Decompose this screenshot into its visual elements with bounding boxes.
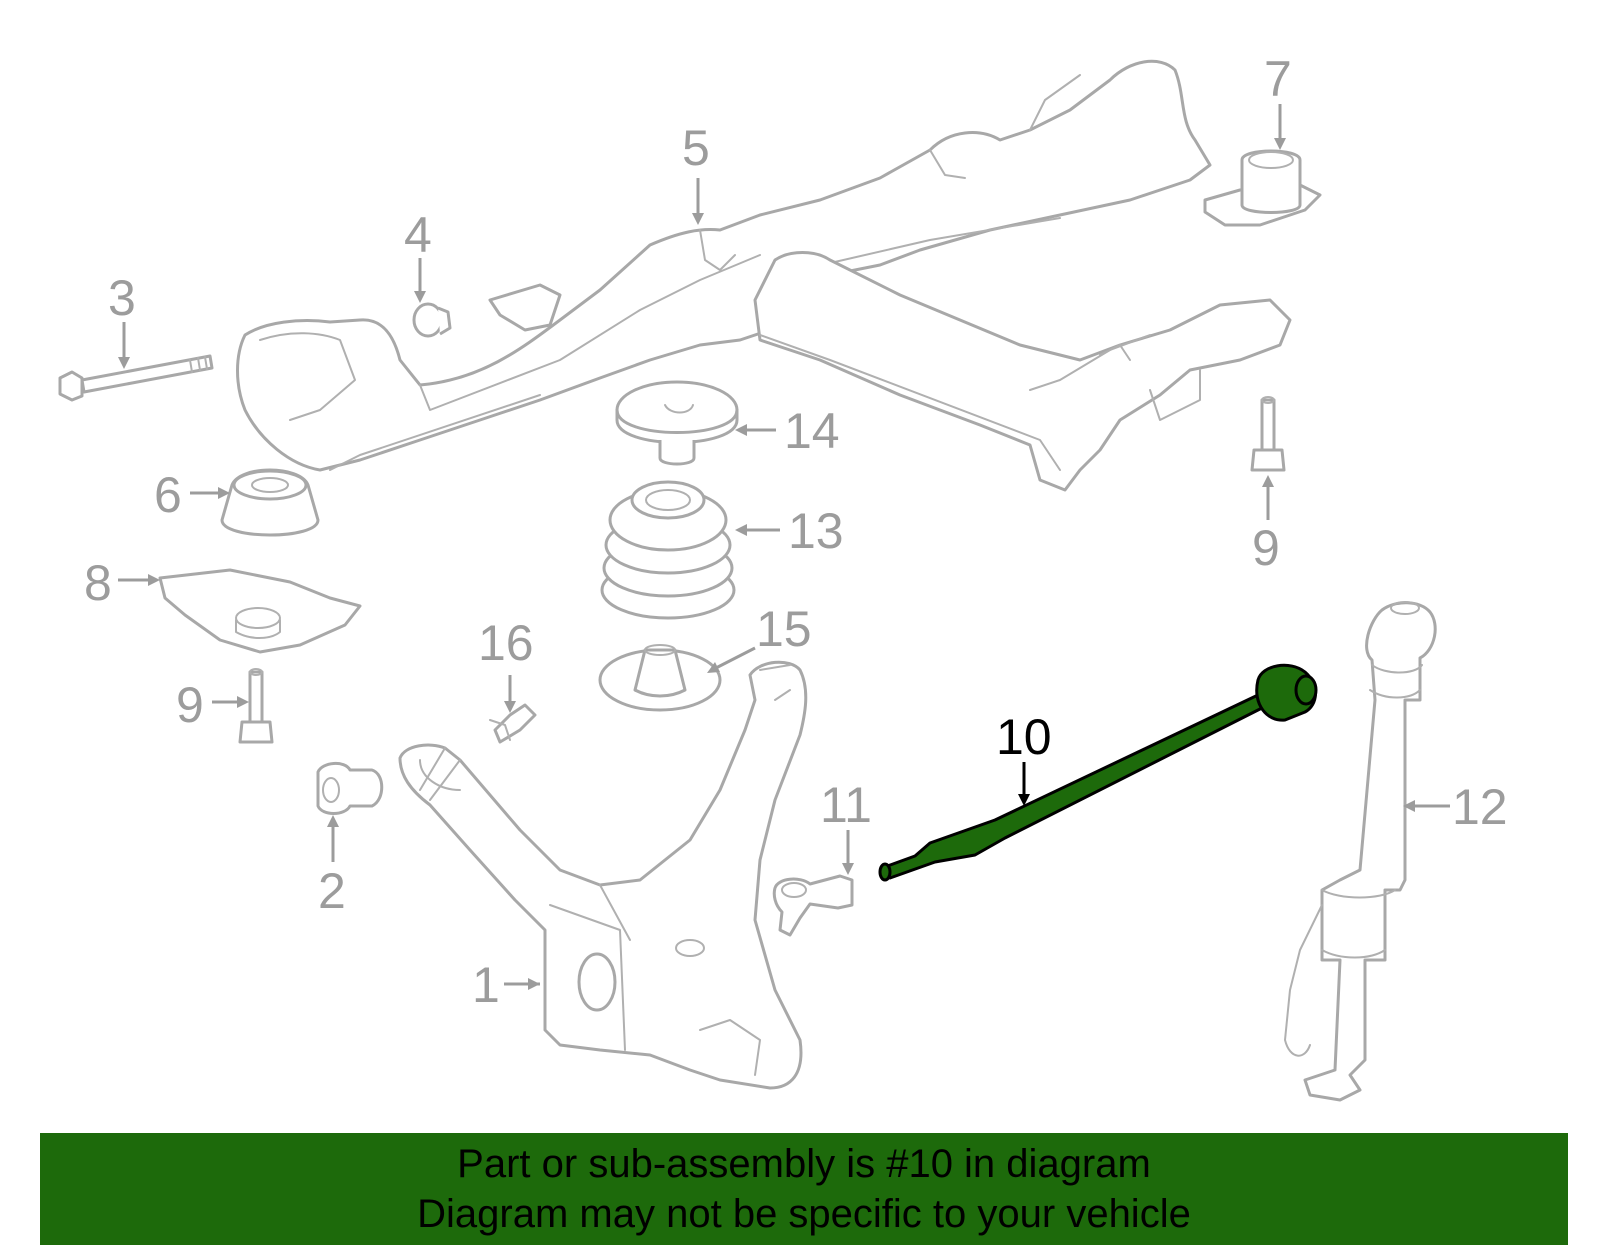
control-arm-part-1: [398, 660, 808, 1090]
ball-joint-part-11: [772, 874, 854, 937]
footer-line-2: Diagram may not be specific to your vehi…: [417, 1192, 1191, 1236]
insulator-part-15: [598, 644, 722, 712]
callout-2: 2: [318, 863, 346, 919]
callout-7: 7: [1264, 51, 1292, 107]
insulator-part-14: [615, 380, 739, 466]
callout-1: 1: [472, 957, 500, 1013]
callout-labels: 1 2 3 4 5 6 7 8 9 9 10 11 12 13 14 15 16: [84, 51, 1508, 1013]
callout-9-right: 9: [1252, 520, 1280, 576]
footer-banner: Part or sub-assembly is #10 in diagram D…: [40, 1133, 1568, 1245]
nut-part-4: [412, 302, 452, 338]
spring-part-13: [600, 480, 736, 620]
callout-10: 10: [996, 709, 1052, 765]
shock-part-12: [1284, 601, 1437, 1102]
callout-6: 6: [154, 467, 182, 523]
callout-5: 5: [682, 120, 710, 176]
callout-3: 3: [108, 270, 136, 326]
callout-14: 14: [784, 403, 840, 459]
footer-line-1: Part or sub-assembly is #10 in diagram: [457, 1142, 1151, 1186]
bolt-part-9-right: [1250, 396, 1286, 472]
callout-13: 13: [788, 503, 844, 559]
bushing-part-6: [220, 468, 320, 537]
callout-9-left: 9: [176, 677, 204, 733]
callout-15: 15: [756, 601, 812, 657]
callout-4: 4: [404, 207, 432, 263]
crossmember-part-5: [236, 59, 1292, 492]
bracket-part-8: [158, 568, 362, 654]
callout-arrows: [118, 104, 1450, 990]
callout-8: 8: [84, 555, 112, 611]
clip-part-16: [489, 703, 537, 744]
callout-11: 11: [820, 777, 872, 833]
rod-part-10-highlighted: [878, 663, 1318, 882]
bushing-part-2: [316, 762, 384, 815]
mount-part-7: [1203, 149, 1322, 227]
callout-16: 16: [478, 615, 534, 671]
callout-12: 12: [1452, 779, 1508, 835]
bolt-part-3: [58, 354, 214, 402]
bolt-part-9-left: [238, 668, 274, 744]
